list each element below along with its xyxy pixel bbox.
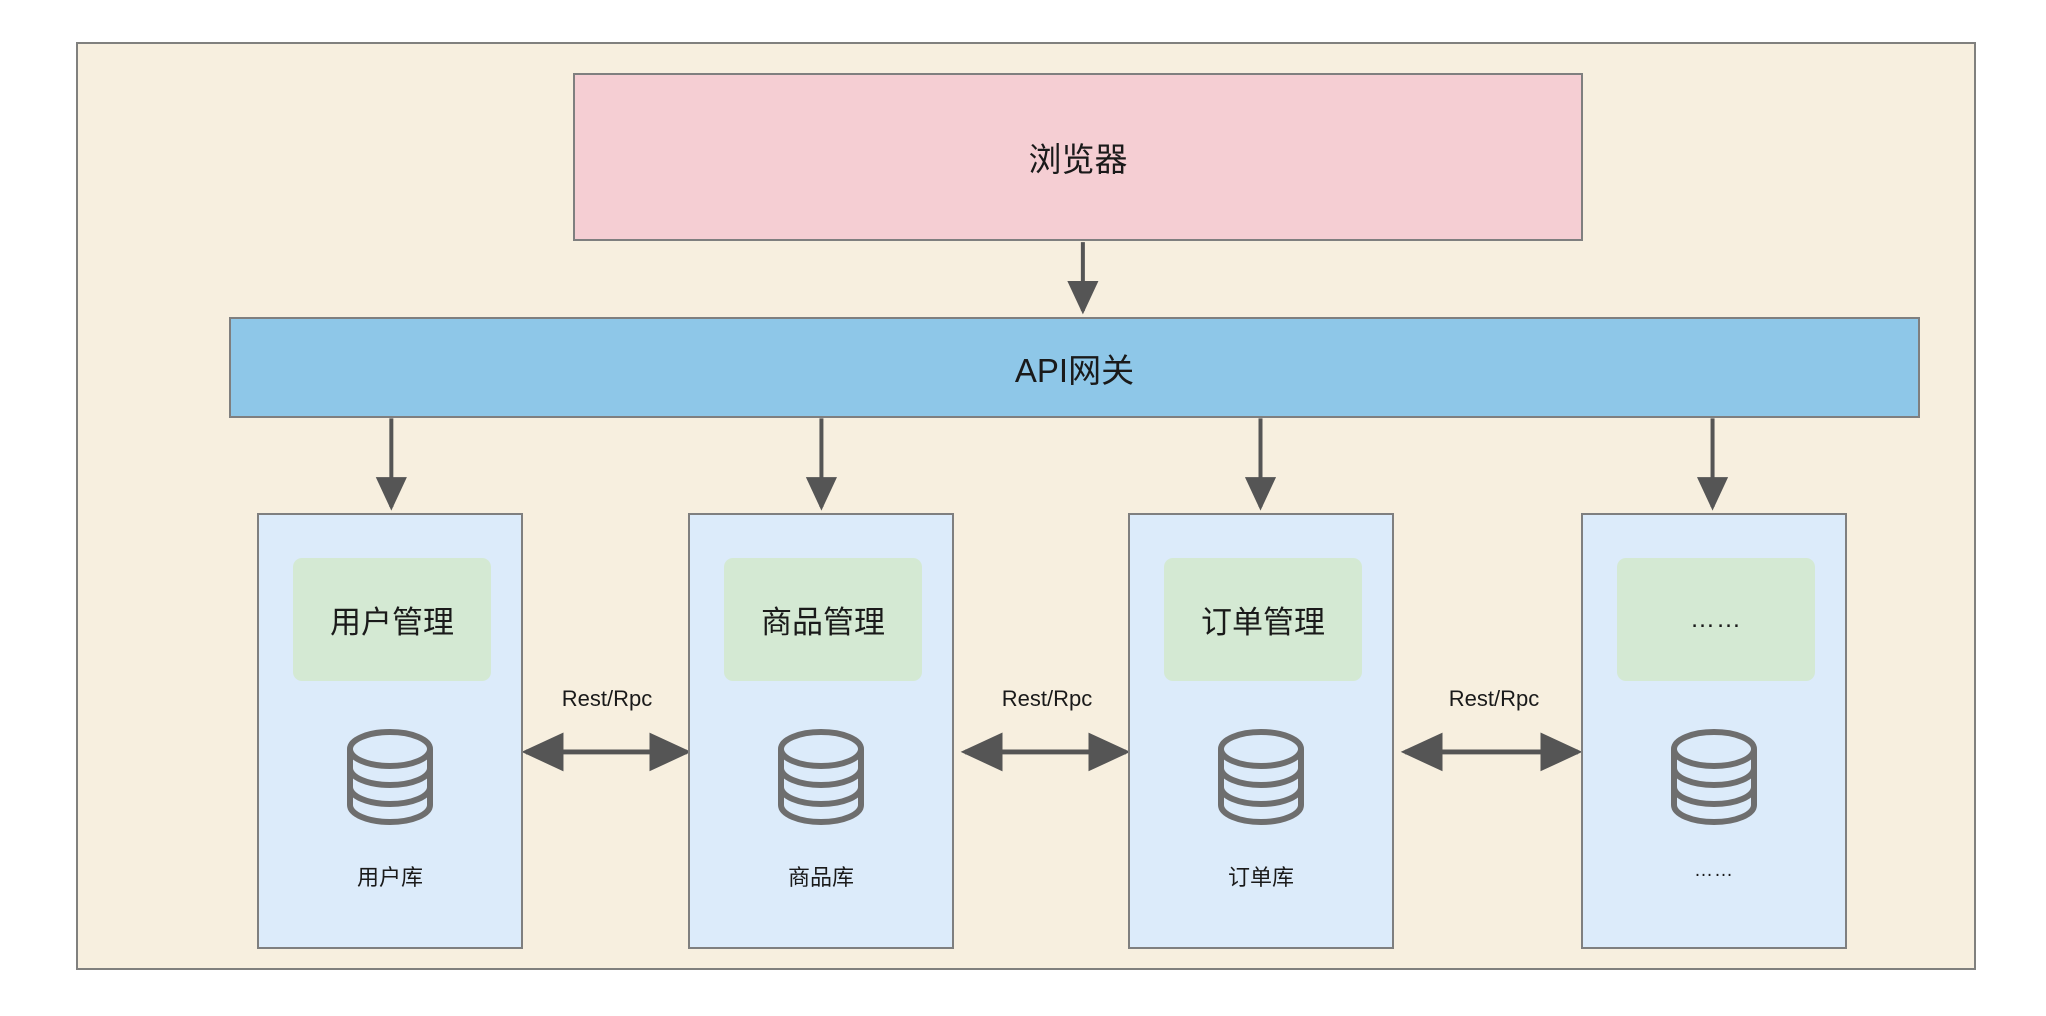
service-title-label-more: ……: [1690, 605, 1742, 633]
service-title-label-product: 商品管理: [761, 605, 885, 640]
node-browser-label: 浏览器: [1028, 141, 1128, 178]
node-service-product[interactable]: 商品管理 商品库: [688, 513, 954, 949]
node-api-gateway[interactable]: API网关: [229, 317, 1920, 418]
database-cylinder-icon: [778, 729, 864, 825]
service-title-label-user: 用户管理: [330, 605, 454, 640]
node-browser[interactable]: 浏览器: [573, 73, 1583, 241]
service-title-box-user: 用户管理: [293, 558, 491, 681]
service-db-label-more: ……: [1694, 860, 1734, 881]
database-cylinder-icon: [347, 729, 433, 825]
node-service-order[interactable]: 订单管理 订单库: [1128, 513, 1394, 949]
node-api-gateway-label: API网关: [1014, 351, 1135, 389]
service-db-label-order: 订单库: [1227, 865, 1294, 890]
database-cylinder-icon: [1218, 729, 1304, 825]
node-service-user[interactable]: 用户管理 用户库: [257, 513, 523, 949]
database-cylinder-icon: [1671, 729, 1757, 825]
service-title-box-product: 商品管理: [724, 558, 922, 681]
service-title-label-order: 订单管理: [1201, 605, 1325, 640]
link-label-rest-rpc-2: Rest/Rpc: [1448, 686, 1540, 711]
link-label-rest-rpc-0: Rest/Rpc: [561, 686, 653, 711]
service-title-box-order: 订单管理: [1164, 558, 1362, 681]
node-service-more[interactable]: …… ……: [1581, 513, 1847, 949]
service-db-label-user: 用户库: [356, 865, 423, 890]
link-label-rest-rpc-1: Rest/Rpc: [1001, 686, 1093, 711]
service-title-box-more: ……: [1617, 558, 1815, 681]
service-db-label-product: 商品库: [787, 865, 854, 890]
